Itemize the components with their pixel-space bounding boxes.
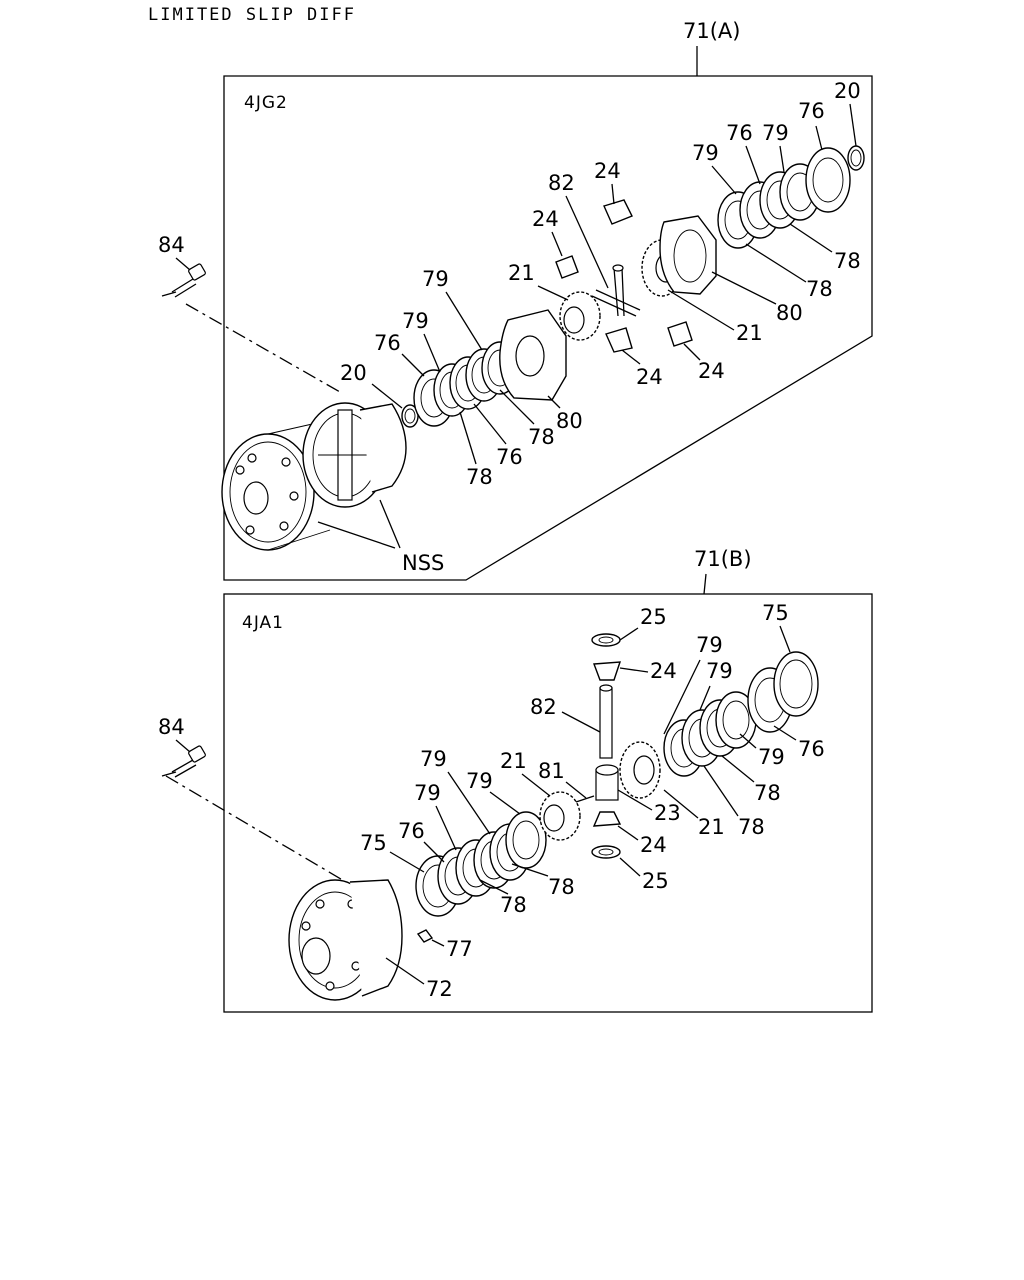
diff-case-72-b	[288, 879, 403, 1001]
thrust-washer-25-b-top	[591, 633, 621, 647]
bolt-84-a	[161, 263, 341, 393]
callout: 24	[532, 207, 559, 231]
callout: 78	[500, 893, 527, 917]
pressure-ring-80-a-right	[659, 215, 717, 295]
lock-pin-81-b	[575, 795, 595, 803]
callout: 79	[696, 633, 723, 657]
nss-label: NSS	[402, 551, 444, 575]
section-a-model: 4JG2	[244, 93, 288, 113]
diff-case-a	[221, 402, 407, 551]
callout: 79	[422, 267, 449, 291]
callout: 21	[698, 815, 725, 839]
callout: 78	[548, 875, 575, 899]
callouts-b: 84 75 76 79 79 79 78 78 21 81 23 82 25	[158, 601, 825, 1001]
callout: 21	[736, 321, 763, 345]
pinion-gears-24-a	[555, 199, 693, 353]
diagram-title: LIMITED SLIP DIFF	[148, 5, 356, 25]
callout: 76	[798, 737, 825, 761]
callout: 76	[398, 819, 425, 843]
section-b-ref: 71(B)	[694, 547, 752, 571]
callout: 21	[500, 749, 527, 773]
callout: 24	[594, 159, 621, 183]
section-b-model: 4JA1	[242, 613, 284, 633]
nut-77-b	[416, 929, 434, 943]
callouts-a: 84 20 76 79 79 78 76 78 80 21 24 82 24	[158, 79, 861, 489]
callout: 24	[698, 359, 725, 383]
callout: 81	[538, 759, 565, 783]
callout: 82	[530, 695, 557, 719]
callout: 24	[650, 659, 677, 683]
pinion-shaft-82-b	[599, 684, 613, 759]
callout: 84	[158, 715, 185, 739]
side-gear-21-a-left	[559, 291, 601, 341]
callout: 78	[528, 425, 555, 449]
callout: 79	[420, 747, 447, 771]
callout: 25	[640, 605, 667, 629]
section-b-frame	[223, 593, 873, 1013]
callout: 80	[776, 301, 803, 325]
callout: 76	[496, 445, 523, 469]
callout: 20	[834, 79, 861, 103]
pressure-ring-80-a-left	[499, 309, 567, 401]
callout: 78	[466, 465, 493, 489]
callout: 78	[806, 277, 833, 301]
callout: 84	[158, 233, 185, 257]
thrust-washer-25-b-bottom	[591, 845, 621, 859]
callout: 80	[556, 409, 583, 433]
callout: 78	[738, 815, 765, 839]
section-a-ref: 71(A)	[683, 19, 740, 43]
thrust-block-23-b	[595, 764, 619, 801]
callout: 76	[374, 331, 401, 355]
side-gear-21-b-left	[539, 791, 581, 841]
pinion-gear-24-b-top	[593, 661, 621, 681]
callout: 79	[414, 781, 441, 805]
callout: 78	[834, 249, 861, 273]
pinion-shaft-82-a	[591, 264, 641, 317]
side-gear-21-b-right	[619, 741, 661, 799]
callout: 79	[762, 121, 789, 145]
callout: 82	[548, 171, 575, 195]
callout: 79	[692, 141, 719, 165]
callout: 21	[508, 261, 535, 285]
callout: 79	[706, 659, 733, 683]
callout: 77	[446, 937, 473, 961]
callout: 72	[426, 977, 453, 1001]
callout: 75	[762, 601, 789, 625]
section-a: 71(A) 4JG2	[158, 19, 873, 581]
section-b: 71(B) 4JA1	[158, 547, 873, 1013]
pinion-gear-24-b-bottom	[592, 811, 622, 827]
callout: 20	[340, 361, 367, 385]
clutch-plates-a-right	[717, 147, 851, 249]
callout: 23	[654, 801, 681, 825]
bolt-84-b	[161, 745, 347, 883]
callout: 78	[754, 781, 781, 805]
callout: 79	[758, 745, 785, 769]
callout: 24	[640, 833, 667, 857]
callout: 76	[726, 121, 753, 145]
callout: 25	[642, 869, 669, 893]
callout: 79	[402, 309, 429, 333]
clutch-plates-b-right	[663, 651, 819, 777]
callout: 24	[636, 365, 663, 389]
callout: 79	[466, 769, 493, 793]
callout: 75	[360, 831, 387, 855]
callout: 76	[798, 99, 825, 123]
clutch-plates-b-left	[415, 811, 547, 917]
